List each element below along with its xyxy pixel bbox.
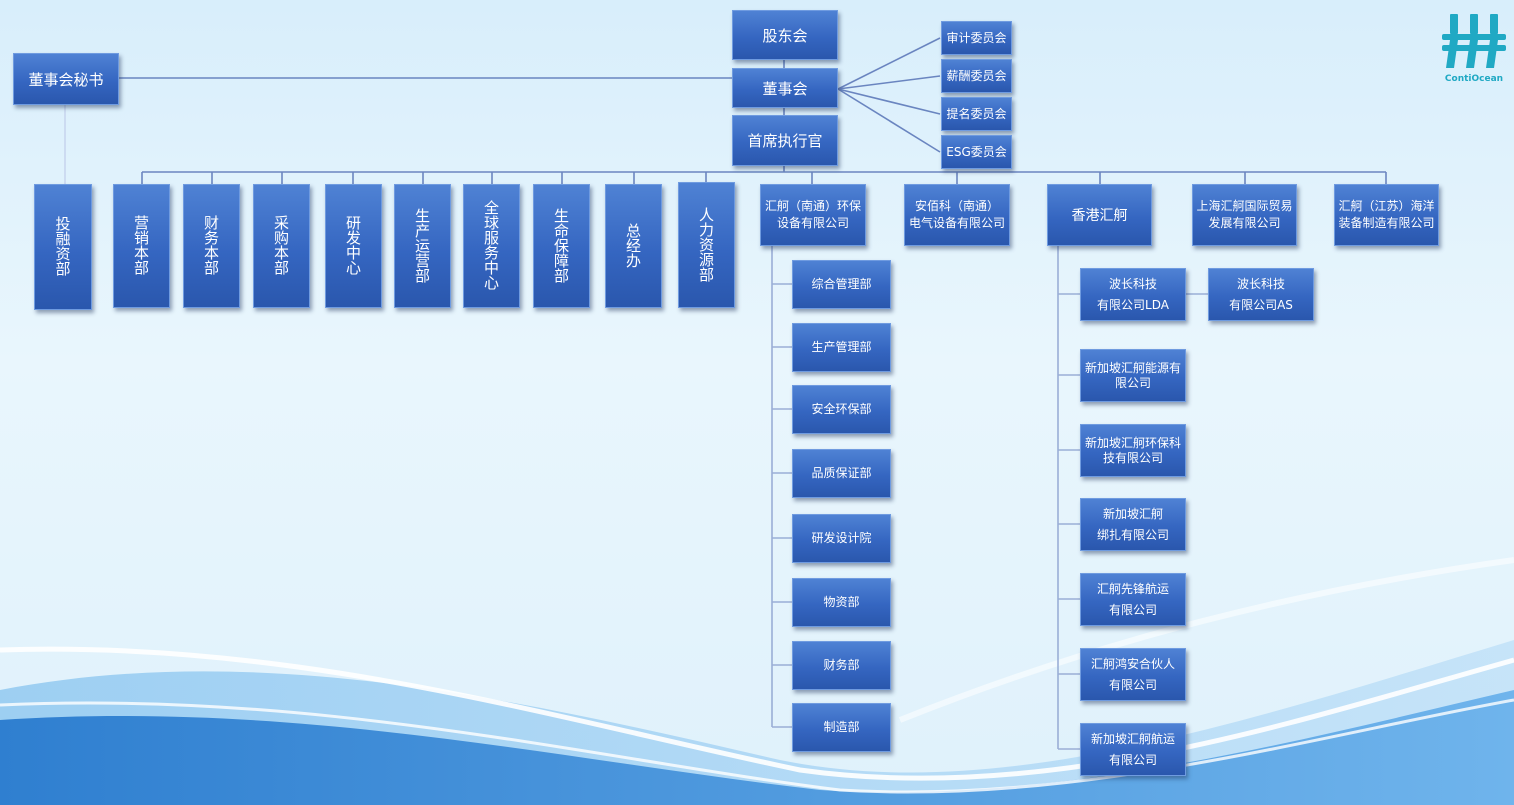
committee-label: 审计委员会 bbox=[946, 30, 1007, 45]
subsidiary-label: 香港汇舸 bbox=[1071, 208, 1128, 224]
dept-label: 营销本部 bbox=[133, 214, 149, 277]
hk-unit-pioneer-shipping: 汇舸先锋航运 有限公司 bbox=[1080, 573, 1186, 626]
committee-compensation: 薪酬委员会 bbox=[941, 59, 1012, 93]
unit-label: 制造部 bbox=[823, 720, 860, 734]
dept-label: 总经办 bbox=[625, 221, 641, 270]
unit-label: 物资部 bbox=[823, 595, 860, 609]
hk-unit-sg-energy: 新加坡汇舸能源有 限公司 bbox=[1080, 349, 1186, 402]
unit-general-management: 综合管理部 bbox=[792, 260, 891, 309]
committee-label: 提名委员会 bbox=[946, 106, 1007, 121]
unit-rnd-institute: 研发设计院 bbox=[792, 514, 891, 563]
committee-esg: ESG委员会 bbox=[941, 135, 1012, 169]
hk-unit-label: 新加坡汇舸能源有 限公司 bbox=[1084, 360, 1181, 390]
dept-investment-financing: 投融资部 bbox=[34, 184, 92, 310]
dept-general-office: 总经办 bbox=[605, 184, 662, 308]
dept-label: 财务本部 bbox=[203, 214, 219, 277]
dept-label: 投融资部 bbox=[55, 215, 71, 278]
ceo-label: 首席执行官 bbox=[747, 132, 823, 150]
subsidiary-shanghai-trade: 上海汇舸国际贸易 发展有限公司 bbox=[1192, 184, 1297, 246]
hk-unit-label: 新加坡汇舸航运 有限公司 bbox=[1090, 731, 1175, 767]
hk-unit-hongan-partners: 汇舸鸿安合伙人 有限公司 bbox=[1080, 648, 1186, 701]
unit-production-management: 生产管理部 bbox=[792, 323, 891, 372]
hk-unit-label: 波长科技 有限公司AS bbox=[1229, 276, 1293, 312]
subsidiary-hongkong: 香港汇舸 bbox=[1047, 184, 1152, 246]
subsidiary-jiangsu-marine: 汇舸（江苏）海洋 装备制造有限公司 bbox=[1334, 184, 1439, 246]
dept-label: 生产运营部 bbox=[414, 206, 430, 285]
hk-unit-sg-shipping: 新加坡汇舸航运 有限公司 bbox=[1080, 723, 1186, 776]
subsidiary-nantong-env: 汇舸（南通）环保 设备有限公司 bbox=[760, 184, 866, 246]
unit-finance: 财务部 bbox=[792, 641, 891, 690]
dept-global-service: 全球服务中心 bbox=[463, 184, 520, 308]
subsidiary-label: 安佰科（南通） 电气设备有限公司 bbox=[908, 199, 1005, 230]
dept-human-resources: 人力资源部 bbox=[678, 182, 735, 308]
unit-manufacturing: 制造部 bbox=[792, 703, 891, 752]
hk-unit-sg-lashing: 新加坡汇舸 绑扎有限公司 bbox=[1080, 498, 1186, 551]
dept-marketing: 营销本部 bbox=[113, 184, 170, 308]
dept-label: 全球服务中心 bbox=[483, 199, 499, 292]
unit-label: 品质保证部 bbox=[811, 466, 872, 480]
board-label: 董事会 bbox=[762, 79, 808, 98]
unit-label: 综合管理部 bbox=[811, 277, 872, 291]
subsidiary-label: 汇舸（江苏）海洋 装备制造有限公司 bbox=[1338, 199, 1435, 230]
dept-label: 生命保障部 bbox=[553, 206, 569, 285]
hk-unit-label: 汇舸先锋航运 有限公司 bbox=[1096, 581, 1169, 617]
unit-materials: 物资部 bbox=[792, 578, 891, 627]
dept-label: 人力资源部 bbox=[698, 205, 714, 284]
board-secretary-box: 董事会秘书 bbox=[13, 53, 119, 105]
unit-label: 财务部 bbox=[823, 658, 860, 672]
shareholders-label: 股东会 bbox=[762, 26, 808, 45]
shareholders-box: 股东会 bbox=[732, 10, 838, 60]
committee-nomination: 提名委员会 bbox=[941, 97, 1012, 131]
unit-label: 安全环保部 bbox=[811, 402, 872, 416]
committee-label: ESG委员会 bbox=[946, 144, 1007, 159]
unit-safety-environment: 安全环保部 bbox=[792, 385, 891, 434]
ceo-box: 首席执行官 bbox=[732, 115, 838, 166]
subsidiary-anbaike: 安佰科（南通） 电气设备有限公司 bbox=[904, 184, 1010, 246]
dept-production-operations: 生产运营部 bbox=[394, 184, 451, 308]
subsidiary-label: 上海汇舸国际贸易 发展有限公司 bbox=[1196, 199, 1293, 230]
dept-label: 研发中心 bbox=[345, 214, 361, 277]
hk-unit-label: 新加坡汇舸环保科 技有限公司 bbox=[1084, 435, 1181, 465]
dept-label: 采购本部 bbox=[273, 214, 289, 277]
contiocean-logo-icon bbox=[1442, 14, 1506, 68]
hk-unit-label: 新加坡汇舸 绑扎有限公司 bbox=[1096, 506, 1169, 542]
hk-unit-wavelength-as: 波长科技 有限公司AS bbox=[1208, 268, 1314, 321]
unit-label: 生产管理部 bbox=[811, 340, 872, 354]
board-secretary-label: 董事会秘书 bbox=[28, 70, 104, 89]
board-box: 董事会 bbox=[732, 68, 838, 108]
committee-label: 薪酬委员会 bbox=[946, 68, 1007, 83]
hk-unit-label: 波长科技 有限公司LDA bbox=[1097, 276, 1169, 312]
dept-procurement: 采购本部 bbox=[253, 184, 310, 308]
dept-life-support: 生命保障部 bbox=[533, 184, 590, 308]
hk-unit-sg-env-tech: 新加坡汇舸环保科 技有限公司 bbox=[1080, 424, 1186, 477]
dept-finance: 财务本部 bbox=[183, 184, 240, 308]
unit-label: 研发设计院 bbox=[811, 531, 872, 545]
committee-audit: 审计委员会 bbox=[941, 21, 1012, 55]
hk-unit-wavelength-lda: 波长科技 有限公司LDA bbox=[1080, 268, 1186, 321]
subsidiary-label: 汇舸（南通）环保 设备有限公司 bbox=[764, 199, 861, 230]
dept-rnd-center: 研发中心 bbox=[325, 184, 382, 308]
logo-text: ContiOcean bbox=[1444, 74, 1504, 84]
unit-quality-assurance: 品质保证部 bbox=[792, 449, 891, 498]
hk-unit-label: 汇舸鸿安合伙人 有限公司 bbox=[1090, 656, 1175, 692]
